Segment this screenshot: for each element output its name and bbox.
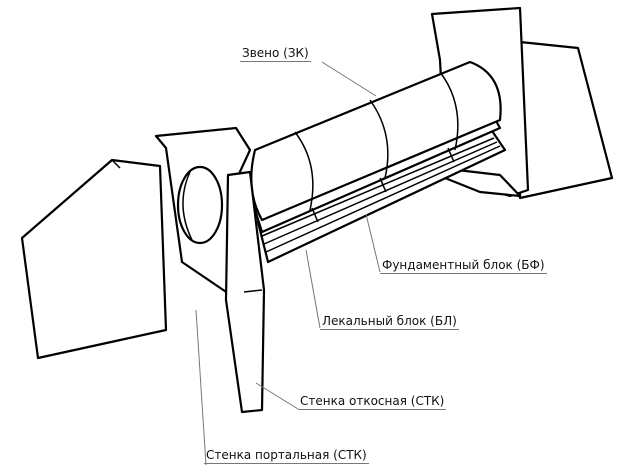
label-link: Звено (ЗК) bbox=[240, 46, 311, 62]
label-foundation-block: Фундаментный блок (БФ) bbox=[380, 258, 547, 274]
left-slope-wall bbox=[20, 158, 168, 360]
right-slope-wall bbox=[518, 40, 614, 200]
barrel-opening bbox=[176, 165, 224, 245]
label-portal-wall: Стенка портальная (СТК) bbox=[204, 448, 369, 464]
label-pattern-block: Лекальный блок (БЛ) bbox=[320, 314, 459, 330]
label-slope-wall: Стенка откосная (СТК) bbox=[298, 394, 447, 410]
